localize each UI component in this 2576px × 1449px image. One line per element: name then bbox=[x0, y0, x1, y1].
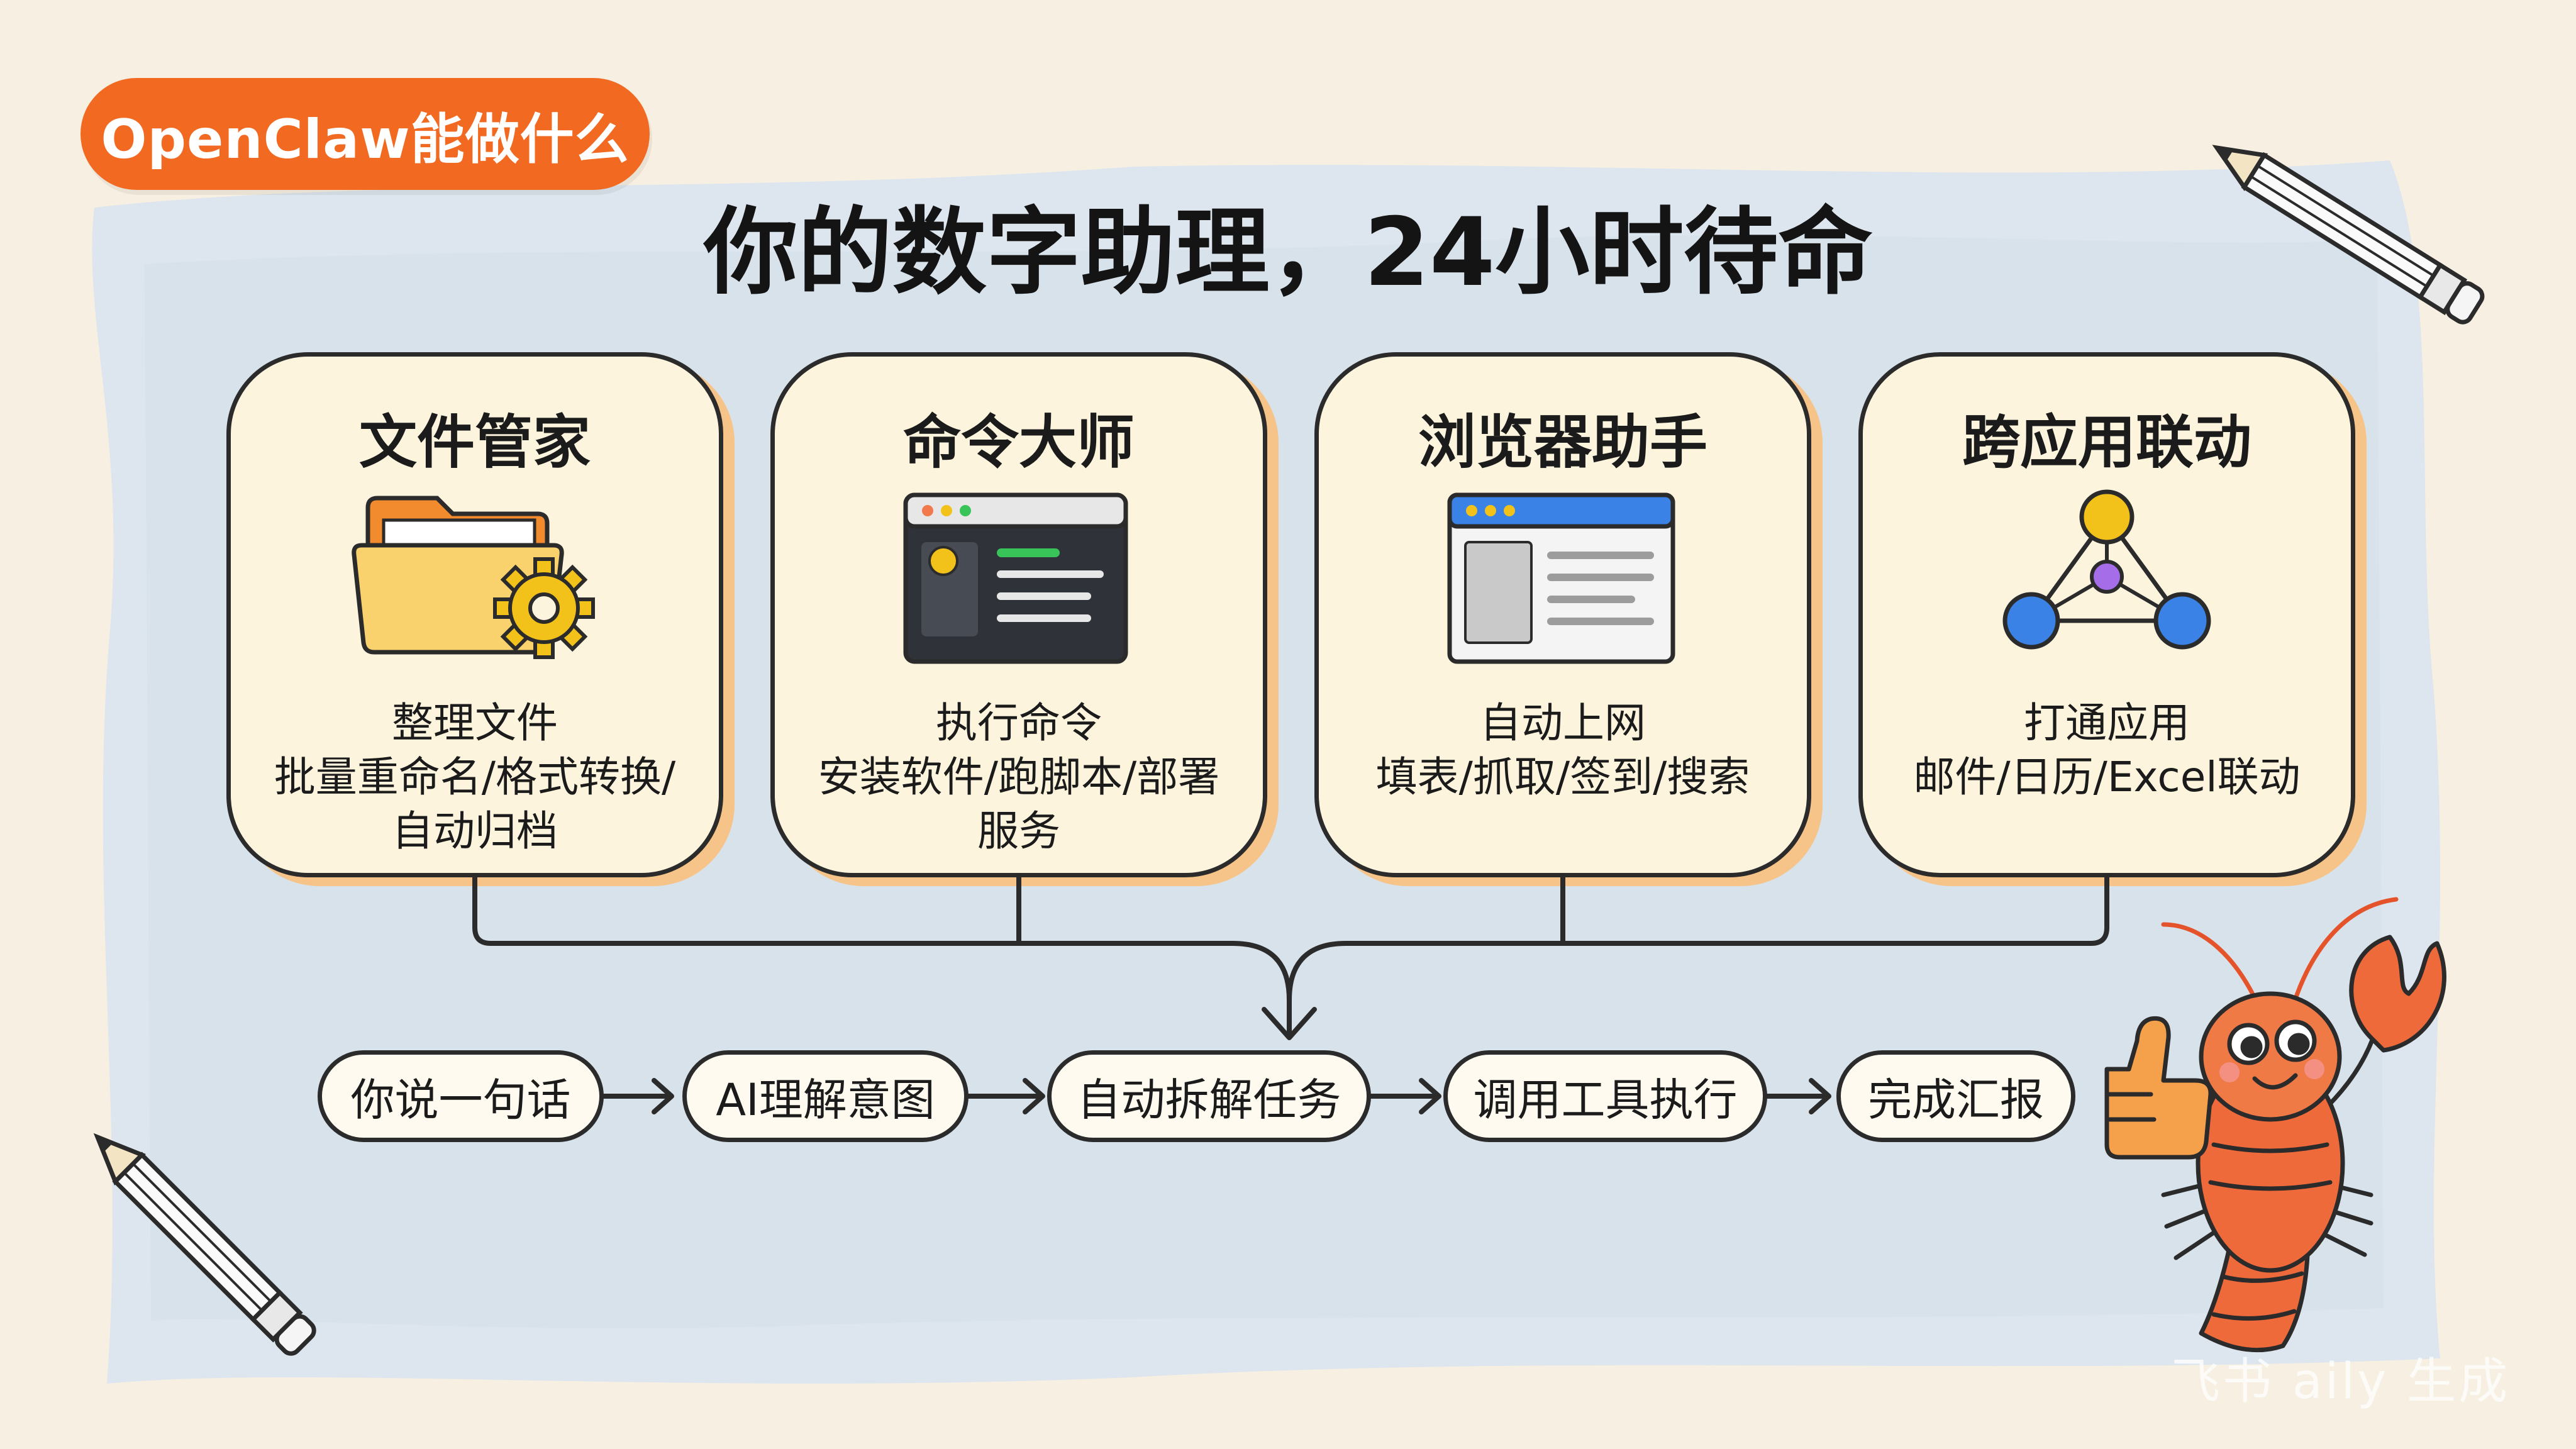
card-line: 填表/抓取/签到/搜索 bbox=[1375, 753, 1750, 801]
terminal-icon bbox=[899, 482, 1138, 674]
card-line: 打通应用 bbox=[2024, 699, 2190, 747]
flow-step-label: 完成汇报 bbox=[1868, 1074, 2044, 1126]
browser-window-icon bbox=[1443, 482, 1682, 674]
card-title: 命令大师 bbox=[902, 409, 1135, 476]
flow-step: 调用工具执行 bbox=[1443, 1050, 1767, 1142]
header-badge: OpenClaw能做什么 bbox=[80, 78, 650, 190]
card-description: 整理文件 批量重命名/格式转换/ 自动归档 bbox=[231, 696, 719, 858]
card-line: 自动上网 bbox=[1480, 699, 1646, 747]
pencil-bottom-icon bbox=[93, 1133, 316, 1356]
card-description: 打通应用 邮件/日历/Excel联动 bbox=[1863, 696, 2351, 804]
pencil-top-icon bbox=[2212, 145, 2485, 325]
badge-label: OpenClaw能做什么 bbox=[101, 108, 630, 171]
flow-step: AI理解意图 bbox=[682, 1050, 969, 1142]
card-browser-assistant: 浏览器助手 自动上网 填表/抓取/签到/搜索 bbox=[1314, 352, 1811, 877]
card-line: 自动归档 bbox=[392, 807, 558, 855]
card-description: 自动上网 填表/抓取/签到/搜索 bbox=[1319, 696, 1807, 804]
flow-step: 完成汇报 bbox=[1836, 1050, 2075, 1142]
network-nodes-icon bbox=[1987, 482, 2226, 674]
card-title: 浏览器助手 bbox=[1418, 409, 1707, 476]
card-line: 安装软件/跑脚本/部署 bbox=[818, 753, 1220, 801]
card-line: 邮件/日历/Excel联动 bbox=[1913, 753, 2301, 801]
card-line: 批量重命名/格式转换/ bbox=[274, 753, 676, 801]
flow-step-label: 你说一句话 bbox=[350, 1074, 571, 1126]
card-line: 整理文件 bbox=[392, 699, 558, 747]
card-title: 跨应用联动 bbox=[1962, 409, 2251, 476]
page-title: 你的数字助理，24小时待命 bbox=[703, 198, 1873, 308]
flow-step: 自动拆解任务 bbox=[1047, 1050, 1371, 1142]
card-description: 执行命令 安装软件/跑脚本/部署 服务 bbox=[775, 696, 1263, 858]
card-command-master: 命令大师 执行命令 安装软件/跑脚本/部署 服务 bbox=[770, 352, 1267, 877]
card-line: 执行命令 bbox=[936, 699, 1102, 747]
flow-step-label: 自动拆解任务 bbox=[1077, 1074, 1341, 1126]
watermark: 飞书 aily 生成 bbox=[2171, 1353, 2510, 1410]
flow-step-label: AI理解意图 bbox=[716, 1074, 935, 1126]
card-title: 文件管家 bbox=[358, 409, 591, 476]
folder-gear-icon bbox=[349, 482, 601, 674]
lobster-mascot bbox=[2104, 897, 2446, 1353]
card-line: 服务 bbox=[977, 807, 1060, 855]
flow-step: 你说一句话 bbox=[318, 1050, 604, 1142]
card-cross-app: 跨应用联动 打通应用 邮件/日历/Excel联动 bbox=[1858, 352, 2355, 877]
card-file-manager: 文件管家 bbox=[226, 352, 723, 877]
flow-step-label: 调用工具执行 bbox=[1473, 1074, 1738, 1126]
